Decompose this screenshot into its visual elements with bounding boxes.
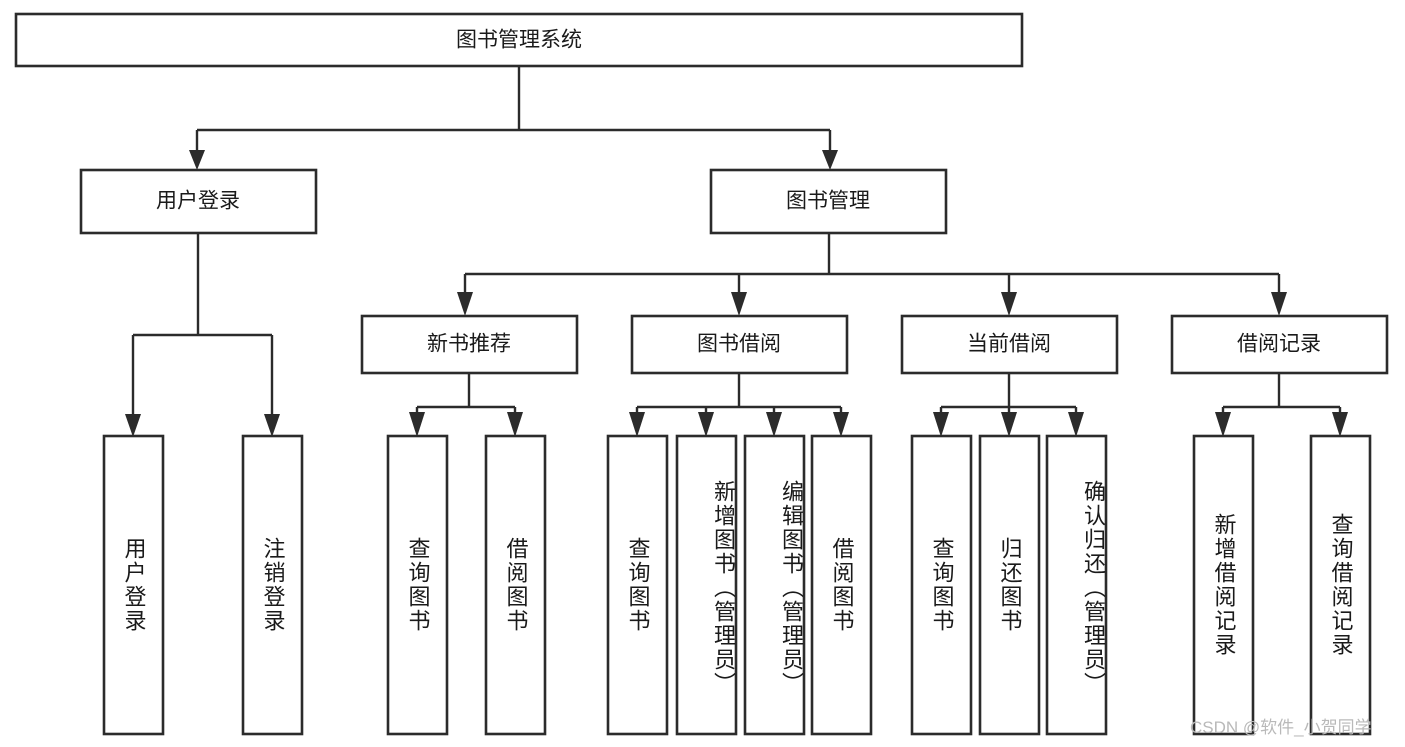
arrow-to-leaf-logout bbox=[264, 414, 280, 437]
node-leaf-logout-box[interactable] bbox=[241, 434, 304, 736]
arrow-to-borrow-record bbox=[1271, 292, 1287, 316]
arrow-to-leaf-edit-book bbox=[766, 412, 782, 437]
node-book-borrow-label: 图书借阅 bbox=[697, 333, 781, 356]
arrow-to-leaf-borrow-book-2 bbox=[833, 412, 849, 437]
node-borrow-record[interactable]: 借阅记录 bbox=[1170, 314, 1389, 375]
arrow-to-current-borrow bbox=[1001, 292, 1017, 316]
node-leaf-query-record-box[interactable] bbox=[1309, 434, 1372, 736]
arrow-to-leaf-user-login bbox=[125, 414, 141, 437]
arrow-to-new-book-rec bbox=[457, 292, 473, 316]
node-leaf-confirm-return-box[interactable] bbox=[1045, 434, 1108, 736]
arrow-to-leaf-query-book-1 bbox=[409, 412, 425, 437]
node-current-borrow-label: 当前借阅 bbox=[967, 333, 1051, 356]
node-root[interactable]: 图书管理系统 bbox=[14, 12, 1024, 68]
arrow-to-book-borrow bbox=[731, 292, 747, 316]
node-current-borrow-box[interactable] bbox=[900, 314, 1119, 375]
node-leaf-query-book-2-box[interactable] bbox=[606, 434, 669, 736]
node-leaf-query-book-3-box[interactable] bbox=[910, 434, 973, 736]
node-book-borrow-box[interactable] bbox=[630, 314, 849, 375]
arrow-root-to-book-manage bbox=[822, 150, 838, 170]
arrow-to-leaf-borrow-book-1 bbox=[507, 412, 523, 437]
node-borrow-record-box[interactable] bbox=[1170, 314, 1389, 375]
node-leaf-edit-book-box[interactable] bbox=[743, 434, 806, 736]
node-leaf-borrow-book-2-box[interactable] bbox=[810, 434, 873, 736]
arrow-to-leaf-return-book bbox=[1001, 412, 1017, 437]
node-user-login-label: 用户登录 bbox=[156, 190, 240, 213]
connector-layer bbox=[125, 66, 1348, 437]
node-layer: 图书管理系统 用户登录 图书管理 新书推荐 图书借阅 当前 bbox=[14, 12, 1389, 736]
node-leaf-return-book-box[interactable] bbox=[978, 434, 1041, 736]
node-user-login[interactable]: 用户登录 bbox=[79, 168, 318, 235]
node-leaf-borrow-book-1-box[interactable] bbox=[484, 434, 547, 736]
node-borrow-record-label: 借阅记录 bbox=[1237, 333, 1321, 356]
arrow-to-leaf-query-record bbox=[1332, 412, 1348, 437]
node-user-login-box[interactable] bbox=[79, 168, 318, 235]
node-new-book-rec[interactable]: 新书推荐 bbox=[360, 314, 579, 375]
node-root-label: 图书管理系统 bbox=[456, 29, 582, 52]
arrow-to-leaf-confirm-return bbox=[1068, 412, 1084, 437]
node-book-manage-box[interactable] bbox=[709, 168, 948, 235]
arrow-to-leaf-add-book bbox=[698, 412, 714, 437]
csdn-watermark: CSDN @软件_小贺同学 bbox=[1190, 718, 1372, 737]
node-new-book-rec-label: 新书推荐 bbox=[427, 333, 511, 356]
node-leaf-add-book-box[interactable] bbox=[675, 434, 738, 736]
arrow-to-leaf-query-book-2 bbox=[629, 412, 645, 437]
arrow-root-to-user-login bbox=[189, 150, 205, 170]
node-root-box[interactable] bbox=[14, 12, 1024, 68]
node-book-borrow[interactable]: 图书借阅 bbox=[630, 314, 849, 375]
node-leaf-user-login-box[interactable] bbox=[102, 434, 165, 736]
node-book-manage-label: 图书管理 bbox=[786, 190, 870, 213]
node-leaf-add-record-box[interactable] bbox=[1192, 434, 1255, 736]
arrow-to-leaf-add-record bbox=[1215, 412, 1231, 437]
node-book-manage[interactable]: 图书管理 bbox=[709, 168, 948, 235]
node-current-borrow[interactable]: 当前借阅 bbox=[900, 314, 1119, 375]
arrow-to-leaf-query-book-3 bbox=[933, 412, 949, 437]
node-leaf-query-book-1-box[interactable] bbox=[386, 434, 449, 736]
node-new-book-rec-box[interactable] bbox=[360, 314, 579, 375]
